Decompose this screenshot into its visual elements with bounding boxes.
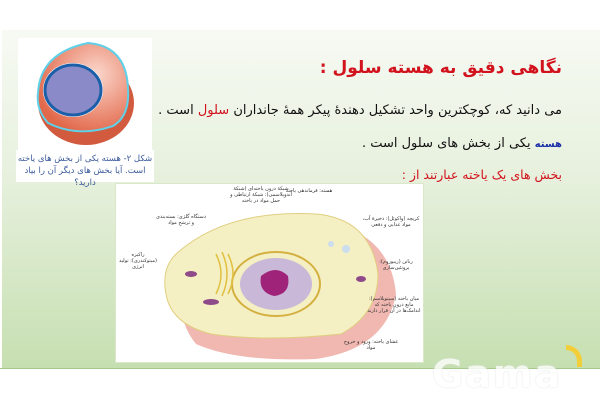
text: یکی از بخش های سلول است . [361, 136, 535, 151]
text-line-1: می دانید که، کوچکترین واحد تشکیل دهندهٔ … [158, 103, 562, 118]
slide-title: نگاهی دقیق به هسته سلول : [319, 58, 562, 78]
text: می دانید که، کوچکترین واحد تشکیل دهندهٔ … [229, 103, 562, 118]
text-line-3: بخش های یک یاخته عبارتند از : [401, 167, 562, 182]
cell-thumbnail-image [18, 38, 152, 150]
gama-logo: Gama [432, 352, 563, 396]
logo-accent-icon [566, 345, 582, 367]
text-line-2: هسته یکی از بخش های سلول است . [362, 136, 562, 151]
label-cytoplasm: میان یاخته (سیتوپلاسم): مایع درون یاخته … [367, 296, 421, 314]
label-mitochondria: راکیزه (میتوکندری): تولید انرژی [119, 252, 157, 270]
label-nucleus: هسته: فرماندهی یاخته [285, 188, 333, 194]
text: است . [158, 103, 198, 118]
divider [0, 368, 600, 369]
figure-caption: شکل ۲- هسته یکی از بخش های یاخته است. آی… [16, 150, 154, 188]
label-er: شبکهٔ درون یاخته‌ای (شبکهٔ آندوپلاسمی): … [230, 186, 292, 204]
highlight-cell: سلول [197, 103, 230, 118]
cell-diagram: شبکهٔ درون یاخته‌ای (شبکهٔ آندوپلاسمی): … [115, 183, 424, 363]
label-membrane: غشای یاخته: ورود و خروج مواد [343, 339, 399, 351]
divider [0, 30, 2, 368]
label-golgi: دستگاه گلژی: بسته‌بندی و ترشح مواد [156, 214, 206, 226]
label-vacuole: کریچه (واکوئل): ذخیرهٔ آب، مواد غذایی و … [362, 216, 420, 228]
highlight-nucleus: هسته [534, 139, 562, 150]
label-ribosome: رناتن (ریبوزوم): پروتئین‌سازی [379, 259, 413, 271]
